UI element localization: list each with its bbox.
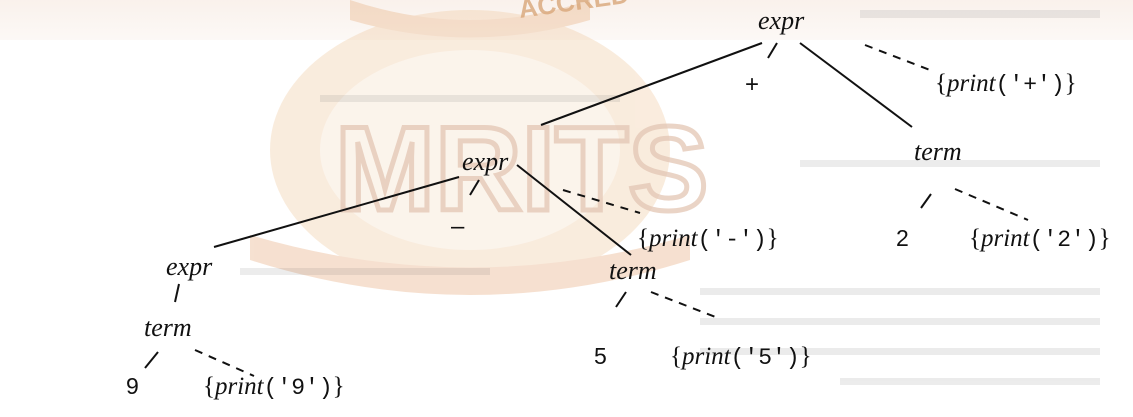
node-plus-operator: +	[745, 71, 759, 98]
tree-edges	[144, 42, 1029, 377]
watermark-faint-text-lines	[240, 10, 1100, 385]
edge-root-to-mid-expr	[540, 42, 763, 126]
edge-low-term-to-action-9	[194, 349, 255, 377]
node-low-expr: expr	[166, 252, 213, 281]
edge-right-term-to-2	[920, 193, 932, 209]
node-leaf-2: 2	[896, 225, 909, 251]
edge-root-to-right-term	[799, 42, 913, 128]
node-minus-operator: –	[451, 213, 465, 240]
edge-mid-term-to-5	[615, 291, 627, 308]
node-action-2: {print('2')}	[969, 225, 1111, 253]
watermark-seal	[250, 0, 690, 295]
node-right-term: term	[914, 137, 962, 166]
edge-low-term-to-9	[144, 351, 159, 369]
node-leaf-5: 5	[594, 343, 607, 369]
node-plus-action: {print('+')}	[935, 70, 1077, 98]
edge-mid-expr-to-minus	[469, 179, 480, 196]
node-root-expr: expr	[758, 6, 805, 35]
node-action-5: {print('5')}	[670, 343, 812, 371]
node-minus-action: {print('-')}	[637, 225, 779, 253]
edge-mid-expr-to-minus-action	[562, 189, 641, 214]
edge-root-to-plus	[767, 42, 778, 59]
node-mid-term: term	[609, 256, 657, 285]
edge-mid-expr-to-low-expr	[213, 176, 460, 248]
edge-root-to-plus-action	[864, 44, 931, 71]
edge-mid-expr-to-mid-term	[516, 164, 632, 256]
edge-mid-term-to-action-5	[650, 291, 719, 319]
node-leaf-9: 9	[126, 373, 139, 399]
edge-low-expr-to-low-term	[174, 283, 180, 303]
node-low-term: term	[144, 313, 192, 342]
node-mid-expr: expr	[462, 147, 509, 176]
edge-right-term-to-action-2	[954, 188, 1029, 221]
node-action-9: {print('9')}	[203, 373, 345, 401]
